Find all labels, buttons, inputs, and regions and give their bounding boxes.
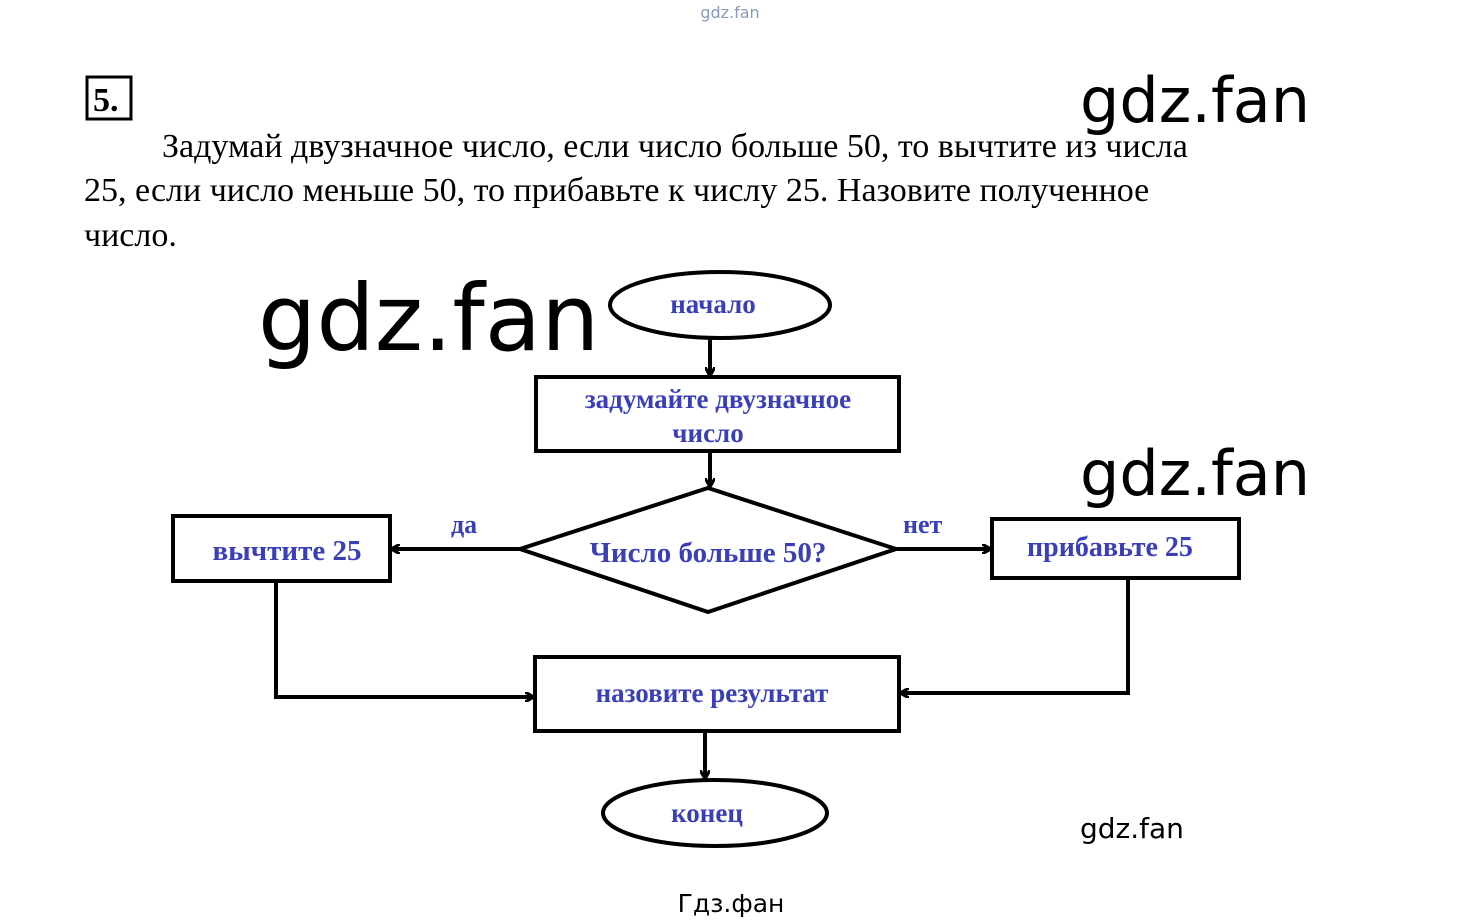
decision-diamond [513,485,903,615]
result-label: назовите результат [596,678,829,708]
decision-label: Число больше 50? [590,537,827,569]
start-label: начало [670,289,756,319]
start-terminal [608,270,832,340]
task-number-box [85,75,133,121]
yes-label: да [451,510,477,539]
watermark-bottom-right: gdz.fan [1080,812,1184,845]
step1-box [534,375,901,453]
watermark-bottom-center: Гдз.фан [678,889,785,918]
end-terminal [601,778,829,848]
no-action-box [990,517,1241,580]
no-action-label: прибавьте 25 [1027,532,1193,563]
yes-action-box [171,514,392,583]
result-box [533,655,901,733]
end-label: конец [671,798,743,828]
task-text-line-2: 25, если число меньше 50, то прибавьте к… [84,172,1149,209]
step1-label-line-2: число [672,418,743,448]
task-text-line-1: Задумай двузначное число, если число бол… [162,128,1188,165]
task-text-line-3: число. [84,217,177,254]
watermark-center-left: gdz.fan [258,265,599,372]
arrow-yes-to-result [274,581,533,697]
yes-action-label: вычтите 25 [213,535,362,567]
watermark-mid-right: gdz.fan [1080,437,1310,510]
step1-label-line-1: задумайте двузначное [585,384,851,414]
no-label: нет [903,510,943,539]
watermark-top-right: gdz.fan [1080,64,1310,137]
task-number: 5. [93,82,119,119]
arrow-no-to-result [901,578,1130,693]
watermark-top-small: gdz.fan [700,3,759,22]
